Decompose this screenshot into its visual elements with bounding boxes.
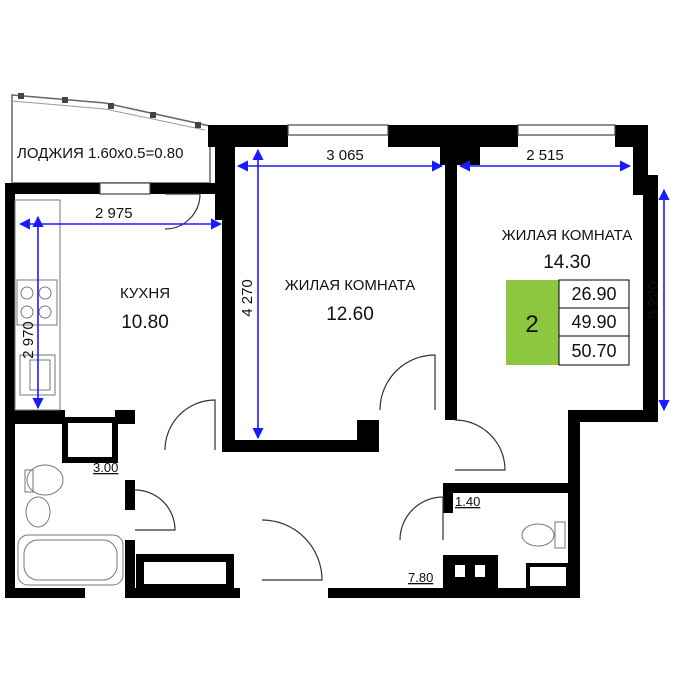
hall-area: 7.80 (408, 570, 433, 585)
total-with-loggia-value: 50.70 (571, 341, 616, 361)
living-area-value: 26.90 (571, 284, 616, 304)
kitchen-name: КУХНЯ (120, 285, 170, 302)
loggia (11, 93, 211, 184)
total-area-value: 49.90 (571, 312, 616, 332)
doors (134, 193, 506, 581)
dimension-lines (18, 148, 670, 440)
wc-fixtures (521, 521, 566, 549)
rooms-count-badge (506, 280, 559, 365)
room1-height-dimension: 4 270 (239, 279, 256, 317)
room1-width-dimension: 3 065 (326, 147, 364, 164)
kitchen-width-dimension: 2 975 (95, 205, 133, 222)
room1-name: ЖИЛАЯ КОМНАТА (285, 277, 416, 294)
apartment-summary: 2 26.90 49.90 50.70 (506, 279, 630, 366)
loggia-label: ЛОДЖИЯ 1.60x0.5=0.80 (17, 145, 183, 162)
walls (5, 125, 658, 598)
kitchen-area: 10.80 (121, 312, 169, 333)
kitchen-height-dimension: 2 970 (20, 321, 37, 359)
room2-name: ЖИЛАЯ КОМНАТА (502, 227, 633, 244)
windows (99, 124, 616, 195)
bathroom-area: 3.00 (93, 460, 118, 475)
room2-height-dimension: 3 220 (645, 281, 662, 319)
wc-area: 1.40 (455, 494, 480, 509)
room2-area: 14.30 (543, 252, 591, 273)
room1-area: 12.60 (326, 304, 374, 325)
room2-width-dimension: 2 515 (526, 147, 564, 164)
bathroom-fixtures (17, 464, 124, 586)
rooms-count: 2 (525, 311, 538, 338)
ventilation-shafts (72, 426, 485, 577)
